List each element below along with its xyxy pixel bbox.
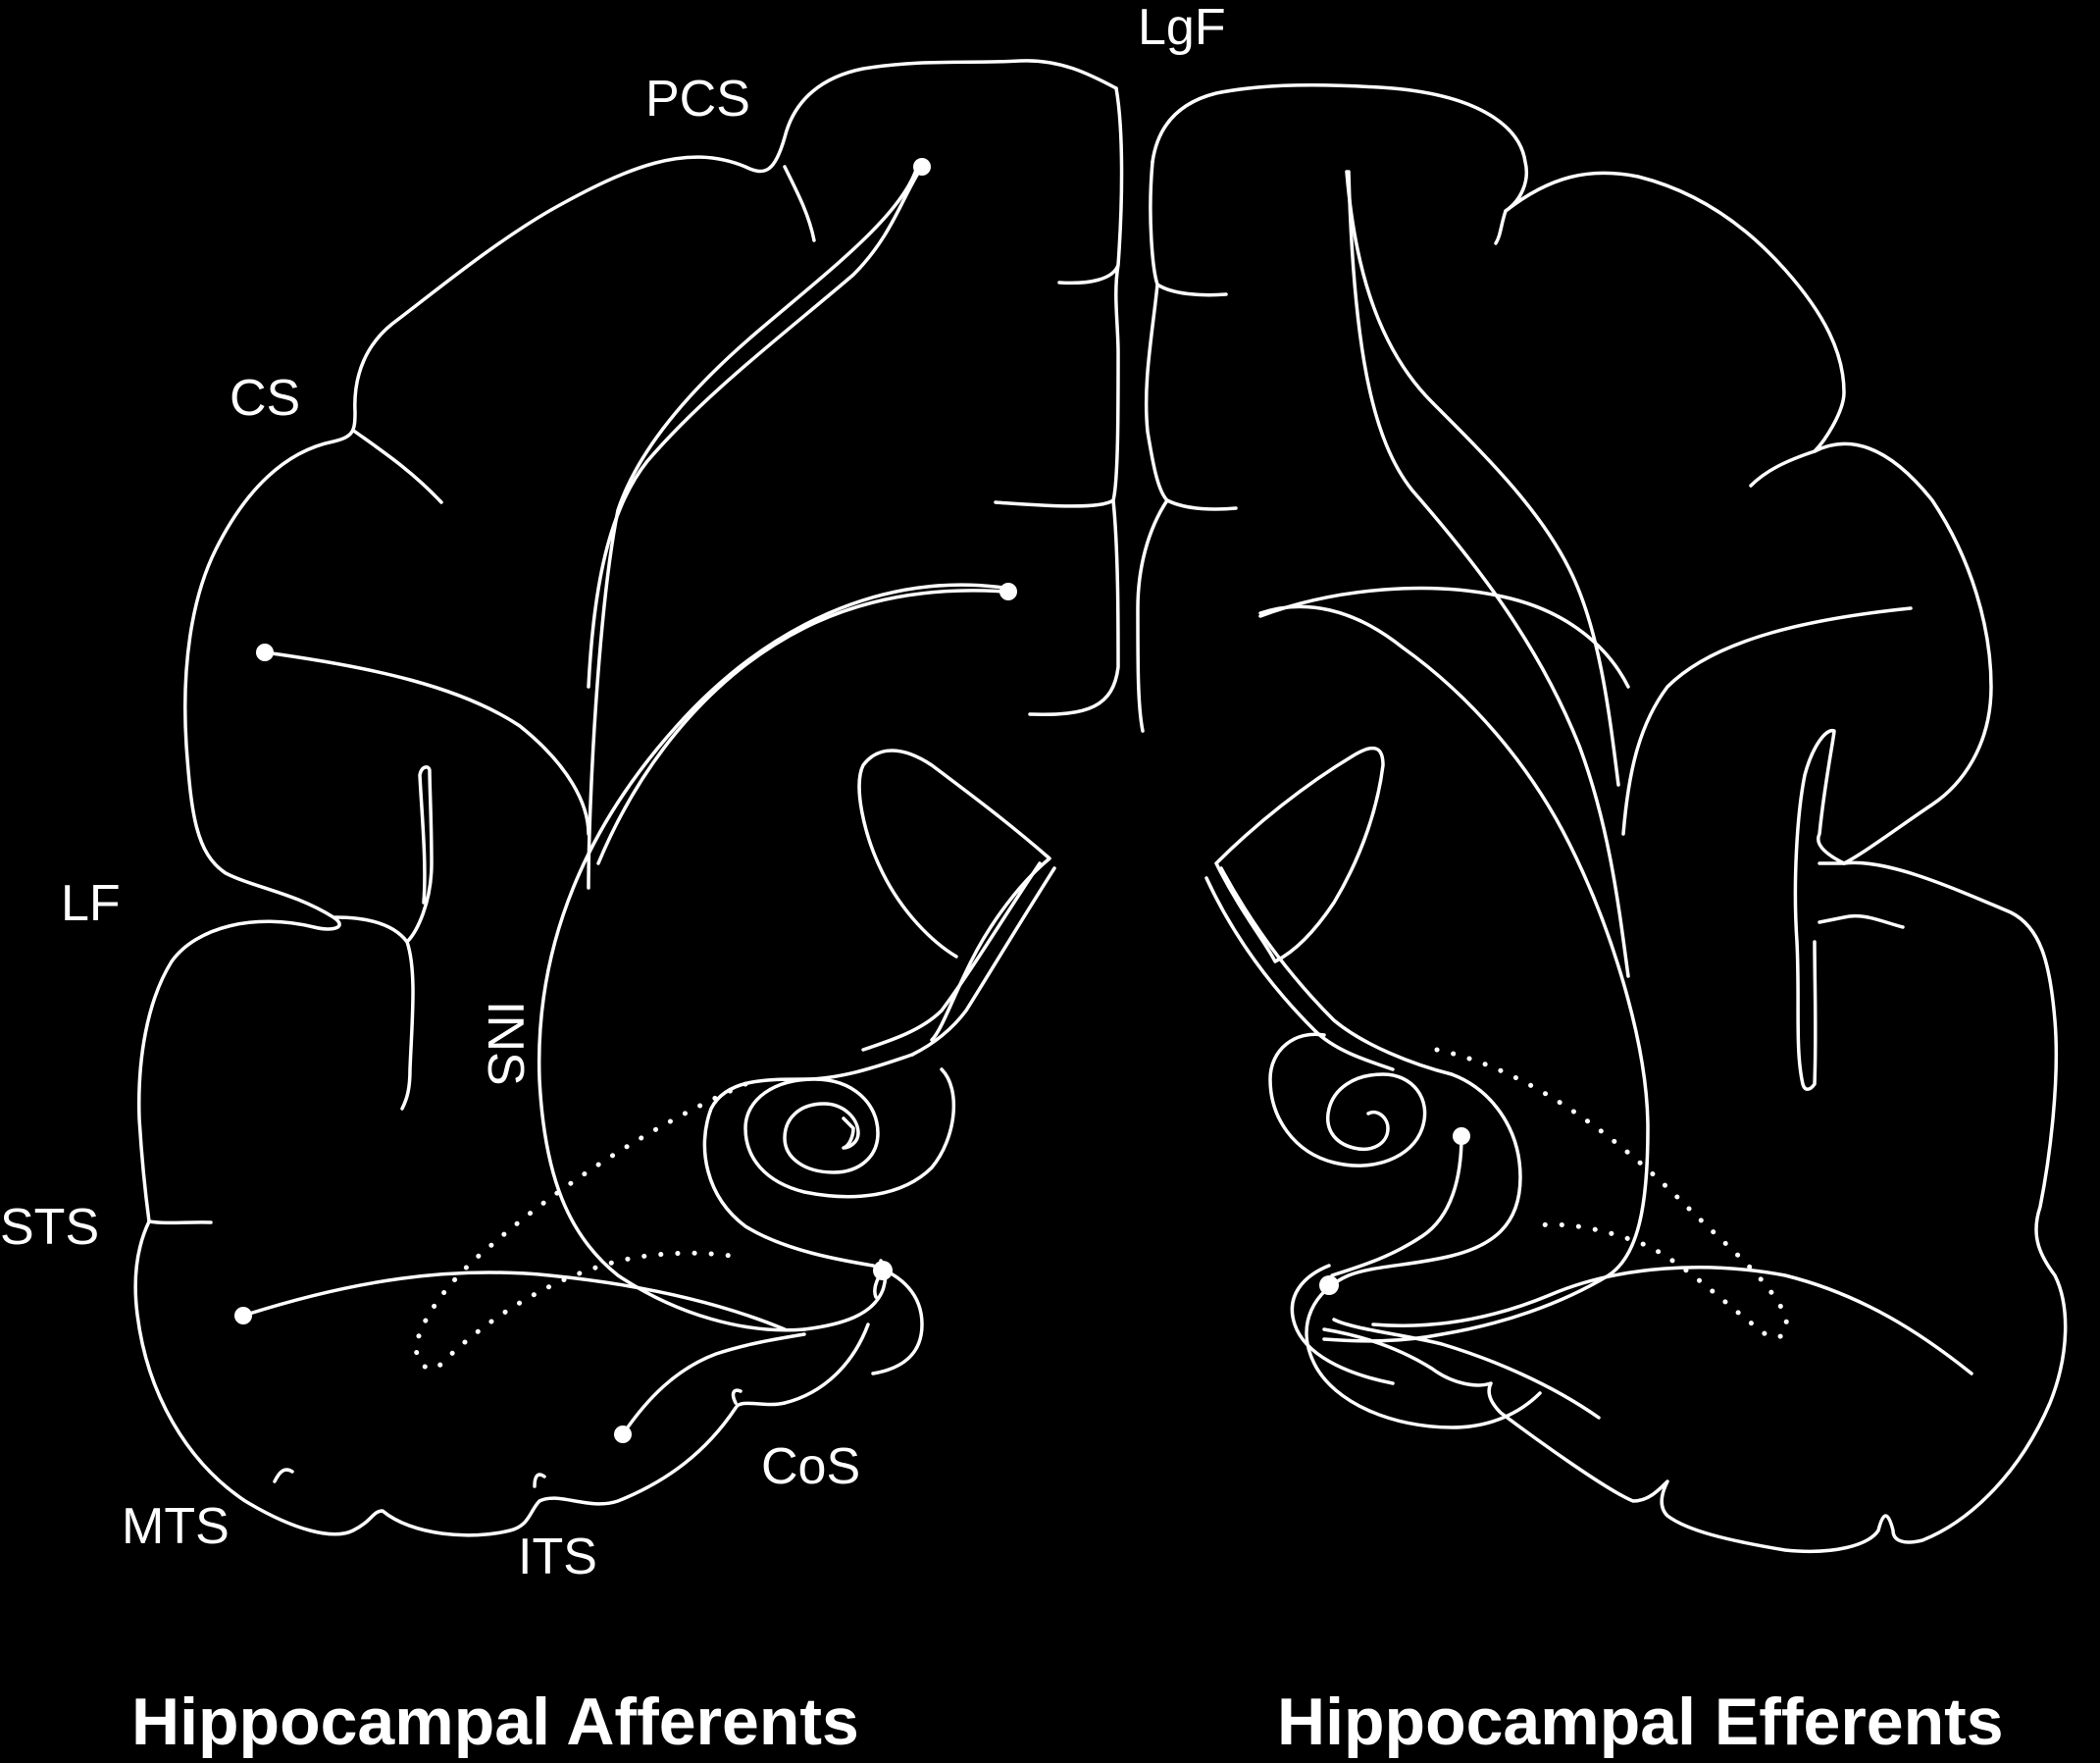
right-fiber-2 <box>1258 586 1630 689</box>
left-sts-sulcus <box>147 1219 213 1225</box>
right-lateral-fissure <box>1793 729 1905 1091</box>
left-lateral-ventricle <box>857 749 1051 1042</box>
left-mts-sulcus <box>273 1468 294 1483</box>
right-fiber-4 <box>1371 1266 1973 1375</box>
left-terminal-2 <box>999 583 1017 600</box>
right-pcs-sulcus <box>1494 209 1508 245</box>
left-terminal-3 <box>256 644 274 661</box>
title-afferents: Hippocampal Afferents <box>131 1685 859 1759</box>
left-fiber-2 <box>596 589 1007 865</box>
left-fiber-1 <box>587 165 924 689</box>
left-cs-sulcus <box>353 430 443 504</box>
label-lgf: LgF <box>1138 0 1226 56</box>
right-cs-sulcus <box>1749 449 1817 488</box>
right-hemisphere <box>1136 82 2068 1554</box>
label-mts: MTS <box>122 1498 230 1555</box>
left-terminal-5 <box>614 1426 632 1443</box>
right-fiber-5 <box>1332 1318 1601 1420</box>
left-fiber-5 <box>621 1332 806 1436</box>
left-fiber-4 <box>241 1270 787 1331</box>
right-hemisphere-outline <box>1151 82 2068 1554</box>
right-fiber-3 <box>1621 606 1913 836</box>
right-medial-border <box>1136 160 1238 733</box>
left-terminal-6 <box>873 1261 893 1280</box>
left-cos-sulcus <box>731 1388 743 1405</box>
label-pcs: PCS <box>645 71 750 128</box>
right-terminal-1 <box>1453 1127 1470 1145</box>
left-terminal-4 <box>234 1307 252 1324</box>
right-hippocampal-formation <box>1268 1032 1542 1429</box>
label-ins: INS <box>477 1001 534 1086</box>
right-terminal-2 <box>1319 1275 1339 1295</box>
label-sts: STS <box>0 1199 99 1256</box>
label-cos: CoS <box>761 1438 860 1495</box>
right-internal-capsule <box>1347 170 1630 978</box>
right-fiber-6 <box>1330 1134 1463 1277</box>
left-lentiform-boundary <box>537 583 1012 1332</box>
left-pcs-sulcus <box>783 165 816 242</box>
left-its-sulcus <box>533 1473 546 1488</box>
left-dotted-path-1 <box>413 1081 748 1372</box>
right-fiber-1 <box>1345 170 1620 787</box>
label-its: ITS <box>518 1529 597 1585</box>
label-cs: CS <box>230 370 300 427</box>
left-fiber-3 <box>263 650 590 836</box>
left-lateral-fissure <box>333 765 434 1111</box>
right-dotted-path-1 <box>1434 1047 1789 1340</box>
right-dentate <box>1290 1264 1395 1385</box>
right-fimbria <box>1204 866 1454 1076</box>
left-hemisphere <box>133 59 1124 1537</box>
left-terminal-1 <box>913 158 931 176</box>
right-lateral-ventricle <box>1214 746 1385 963</box>
left-internal-capsule <box>587 165 919 890</box>
right-lentiform-boundary <box>1258 604 1650 1343</box>
title-efferents: Hippocampal Efferents <box>1277 1685 2004 1759</box>
left-hemisphere-outline <box>133 59 1118 1537</box>
left-fimbria <box>861 861 1056 1057</box>
label-lf: LF <box>61 875 121 932</box>
left-hippocampal-formation <box>702 1053 955 1375</box>
left-medial-border <box>994 86 1124 716</box>
